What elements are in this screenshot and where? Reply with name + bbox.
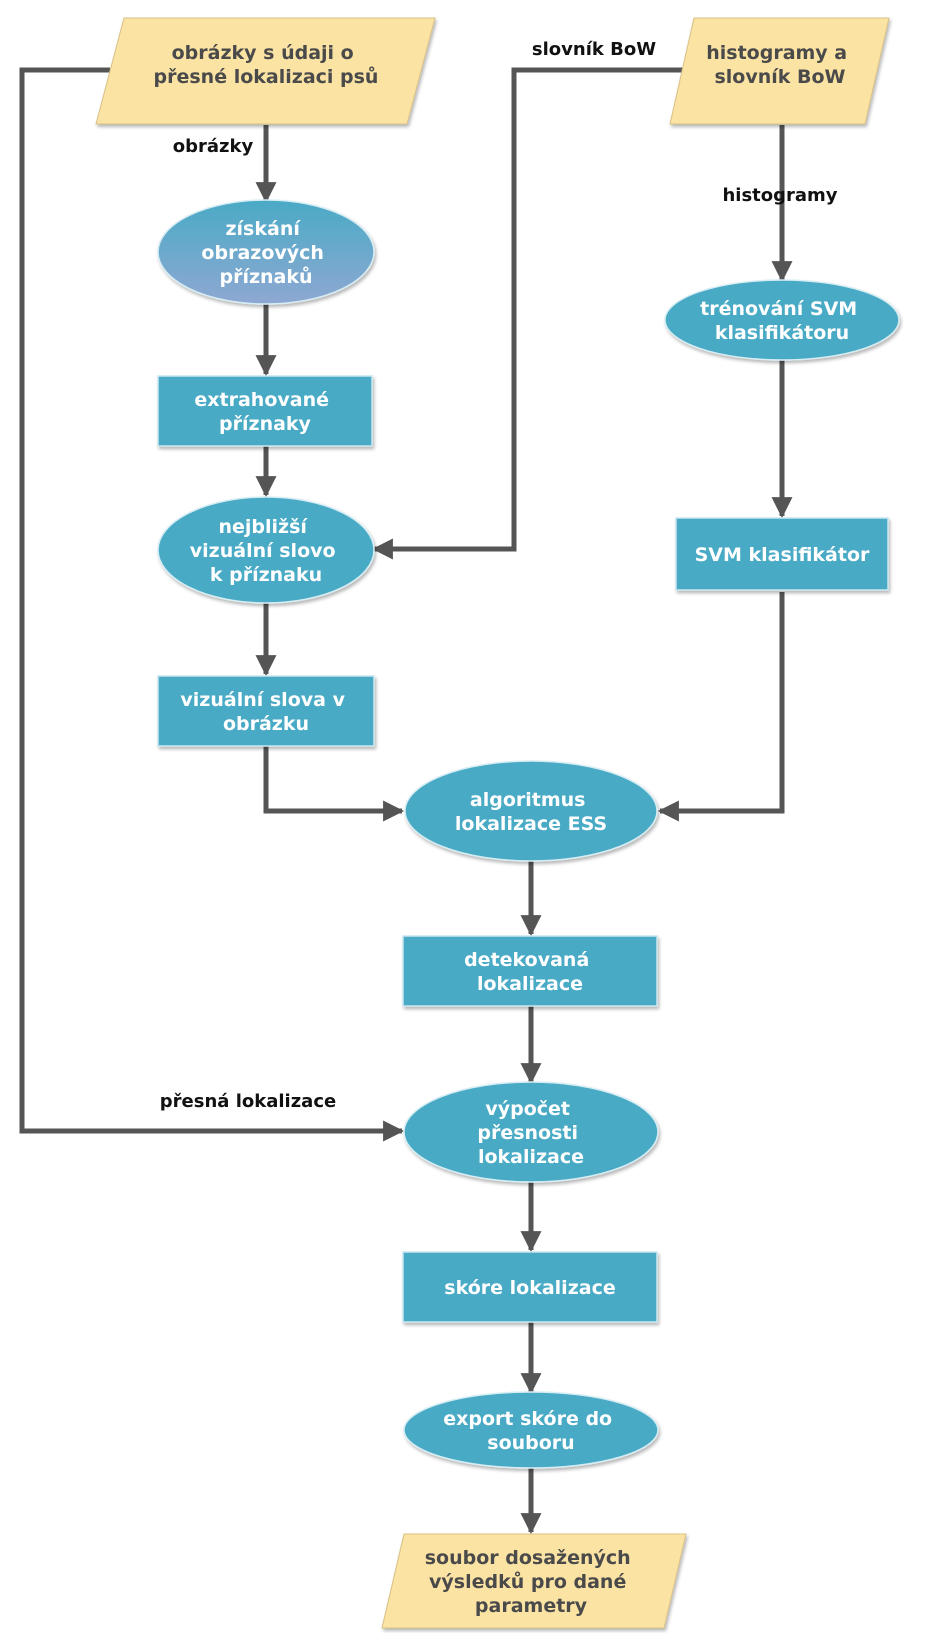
node-visual-words-line-2: obrázku (223, 713, 309, 735)
node-visual-words-label: vizuální slova v obrázku (180, 689, 351, 735)
edge-label-images: obrázky (173, 136, 254, 157)
node-ess-algorithm-line-2: lokalizace ESS (455, 813, 607, 835)
edge-images-exact-localization-to-accuracy (19, 67, 405, 1142)
node-accuracy-computation: výpočet přesnosti lokalizace (403, 1081, 659, 1183)
node-ess-algorithm-line-1: algoritmus (470, 789, 586, 811)
node-detected-localization-line-1: detekovaná (464, 949, 589, 971)
node-extracted-features-line-2: příznaky (219, 413, 312, 435)
node-visual-words-line-1: vizuální slova v (180, 689, 345, 711)
node-input-images-label: obrázky s údaji o přesné lokalizaci psů (154, 42, 379, 88)
node-accuracy-computation-line-2: přesnosti (477, 1122, 578, 1144)
node-export-score-line-2: souboru (487, 1432, 574, 1454)
node-extracted-features-line-1: extrahované (194, 389, 329, 411)
node-input-images-line-2: přesné lokalizaci psů (154, 65, 379, 88)
edge-svm-classifier-to-ess (657, 592, 785, 822)
edge-labels: obrázky slovník BoW histogramy přesná lo… (160, 39, 838, 1112)
node-feature-extraction: získání obrazových příznaků (157, 199, 375, 305)
edge-label-histograms: histogramy (722, 185, 837, 206)
nodes: obrázky s údaji o přesné lokalizaci psů … (95, 17, 900, 1629)
node-input-histograms-line-2: slovník BoW (714, 66, 845, 88)
edges (19, 67, 793, 1535)
node-input-histograms: histogramy a slovník BoW (669, 17, 890, 125)
node-feature-extraction-line-2: obrazových (201, 242, 324, 264)
node-svm-training-label: trénování SVM klasifikátoru (700, 298, 864, 344)
node-output-file-line-2: výsledků pro dané (429, 1570, 626, 1593)
node-svm-classifier: SVM klasifikátor (675, 517, 889, 591)
node-input-images: obrázky s údaji o přesné lokalizaci psů (95, 17, 436, 125)
edge-visual-words-to-ess (263, 746, 405, 822)
edge-label-exact-localization: přesná lokalizace (160, 1091, 336, 1112)
edge-label-bow-dictionary: slovník BoW (532, 39, 656, 60)
node-nearest-word-label: nejbližší vizuální slovo k příznaku (190, 516, 342, 586)
node-extracted-features-label: extrahované příznaky (194, 389, 335, 435)
edge-bow-dictionary-to-nearest-word (371, 67, 688, 560)
node-input-histograms-label: histogramy a slovník BoW (706, 42, 854, 88)
node-input-images-line-1: obrázky s údaji o (172, 42, 354, 64)
node-nearest-word-line-3: k příznaku (210, 564, 322, 586)
node-output-file-line-1: soubor dosažených (425, 1547, 631, 1569)
node-visual-words: vizuální slova v obrázku (157, 675, 375, 747)
node-export-score: export skóre do souboru (403, 1391, 659, 1469)
node-nearest-word-line-1: nejbližší (218, 516, 308, 538)
node-extracted-features: extrahované příznaky (157, 375, 373, 447)
node-feature-extraction-line-1: získání (225, 218, 301, 240)
node-accuracy-computation-line-3: lokalizace (478, 1146, 584, 1168)
node-ess-algorithm: algoritmus lokalizace ESS (404, 760, 658, 862)
node-localization-score-label: skóre lokalizace (444, 1277, 615, 1299)
node-svm-classifier-line-1: SVM klasifikátor (695, 544, 870, 566)
node-feature-extraction-label: získání obrazových příznaků (201, 218, 330, 288)
node-accuracy-computation-label: výpočet přesnosti lokalizace (477, 1098, 584, 1168)
node-feature-extraction-line-3: příznaků (219, 265, 312, 288)
node-svm-classifier-label: SVM klasifikátor (695, 544, 870, 566)
node-localization-score-line-1: skóre lokalizace (444, 1277, 615, 1299)
node-nearest-word: nejbližší vizuální slovo k příznaku (157, 496, 375, 604)
node-detected-localization-label: detekovaná lokalizace (464, 949, 596, 995)
node-svm-training-line-2: klasifikátoru (715, 322, 849, 344)
node-nearest-word-line-2: vizuální slovo (190, 540, 336, 562)
node-export-score-line-1: export skóre do (443, 1408, 612, 1430)
node-detected-localization: detekovaná lokalizace (402, 935, 658, 1007)
node-output-file: soubor dosažených výsledků pro dané para… (381, 1533, 687, 1629)
node-svm-training: trénování SVM klasifikátoru (664, 279, 900, 361)
node-localization-score: skóre lokalizace (402, 1251, 658, 1323)
node-output-file-label: soubor dosažených výsledků pro dané para… (425, 1547, 638, 1617)
node-svm-training-line-1: trénování SVM (700, 298, 857, 320)
node-accuracy-computation-line-1: výpočet (485, 1098, 570, 1120)
node-detected-localization-line-2: lokalizace (477, 973, 583, 995)
node-output-file-line-3: parametry (475, 1595, 588, 1617)
node-input-histograms-line-1: histogramy a (706, 42, 847, 64)
node-export-score-label: export skóre do souboru (443, 1408, 619, 1454)
node-ess-algorithm-label: algoritmus lokalizace ESS (455, 789, 607, 835)
